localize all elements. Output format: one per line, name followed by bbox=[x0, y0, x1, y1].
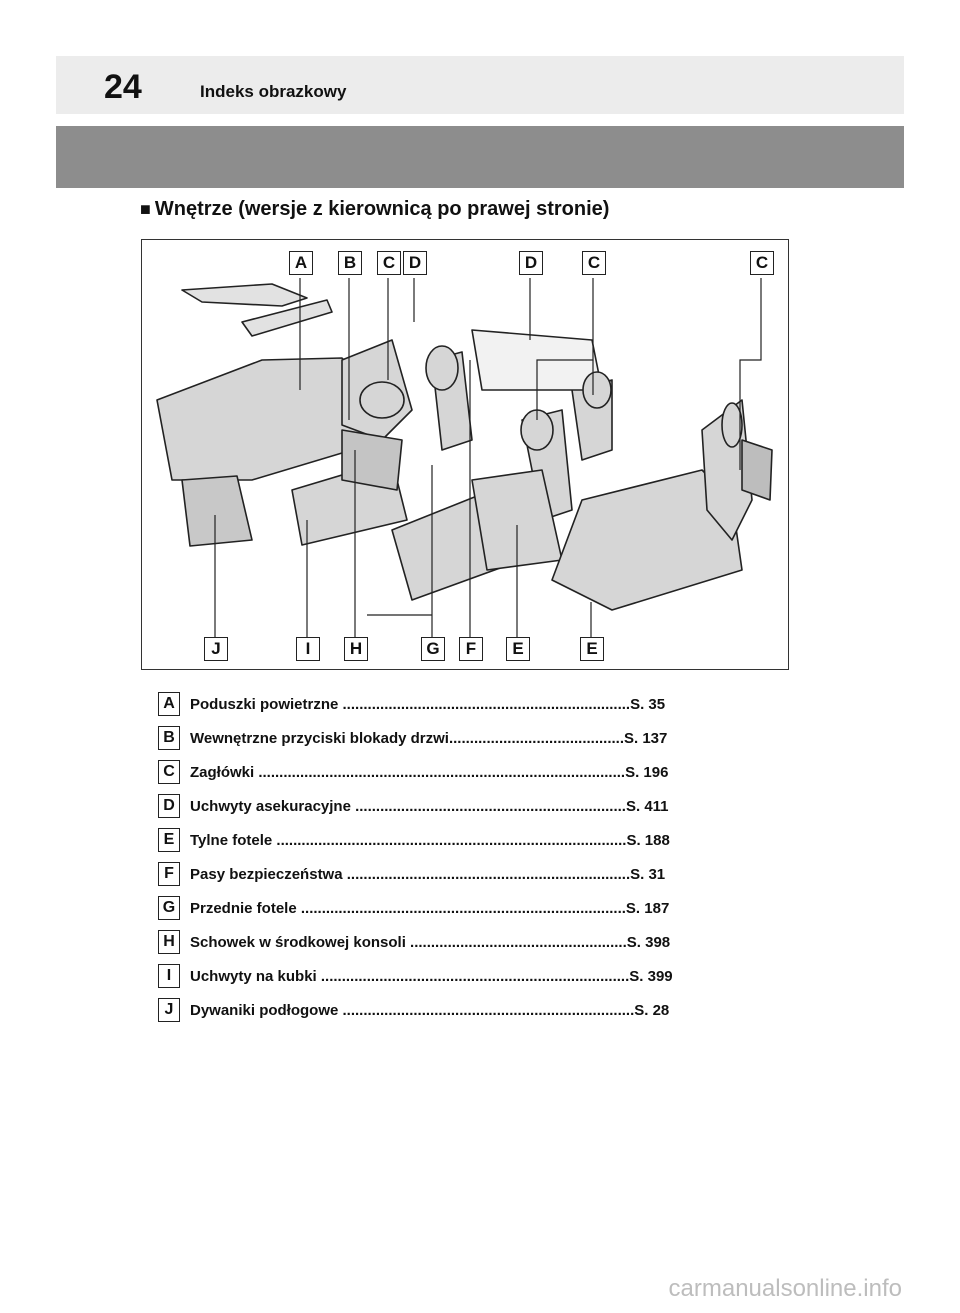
page-number: 24 bbox=[104, 68, 142, 106]
index-letter: D bbox=[158, 794, 180, 818]
index-text: Tylne fotele ...........................… bbox=[190, 831, 670, 849]
callout-a-top: A bbox=[289, 251, 313, 275]
index-row-b[interactable]: B Wewnętrzne przyciski blokady drzwi....… bbox=[158, 721, 778, 755]
car-interior-drawing bbox=[156, 278, 773, 638]
index-text: Przednie fotele ........................… bbox=[190, 899, 670, 917]
interior-illustration: A B C D D C C J I H G F E E bbox=[141, 239, 789, 670]
index-letter: C bbox=[158, 760, 180, 784]
index-letter: F bbox=[158, 862, 180, 886]
index-list: A Poduszki powietrzne ..................… bbox=[158, 687, 778, 1027]
index-row-g[interactable]: G Przednie fotele ......................… bbox=[158, 891, 778, 925]
index-letter: A bbox=[158, 692, 180, 716]
index-letter: J bbox=[158, 998, 180, 1022]
section-band bbox=[56, 126, 904, 188]
index-letter: B bbox=[158, 726, 180, 750]
callout-g-bottom: G bbox=[421, 637, 445, 661]
index-text: Schowek w środkowej konsoli ............… bbox=[190, 933, 671, 951]
index-row-i[interactable]: I Uchwyty na kubki .....................… bbox=[158, 959, 778, 993]
header-title: Indeks obrazkowy bbox=[200, 82, 347, 101]
callout-d-top-2: D bbox=[519, 251, 543, 275]
callout-e-bottom-2: E bbox=[580, 637, 604, 661]
watermark: carmanualsonline.info bbox=[668, 1275, 902, 1302]
index-row-h[interactable]: H Schowek w środkowej konsoli ..........… bbox=[158, 925, 778, 959]
index-text: Pasy bezpieczeństwa ....................… bbox=[190, 865, 666, 883]
section-title: ■Wnętrze (wersje z kierownicą po prawej … bbox=[140, 198, 609, 221]
index-row-e[interactable]: E Tylne fotele .........................… bbox=[158, 823, 778, 857]
callout-h-bottom: H bbox=[344, 637, 368, 661]
callout-f-bottom: F bbox=[459, 637, 483, 661]
index-text: Uchwyty asekuracyjne ...................… bbox=[190, 797, 669, 815]
index-letter: E bbox=[158, 828, 180, 852]
callout-e-bottom: E bbox=[506, 637, 530, 661]
index-letter: I bbox=[158, 964, 180, 988]
header-bar bbox=[56, 56, 904, 114]
index-row-a[interactable]: A Poduszki powietrzne ..................… bbox=[158, 687, 778, 721]
index-letter: H bbox=[158, 930, 180, 954]
index-text: Dywaniki podłogowe .....................… bbox=[190, 1001, 670, 1019]
callout-c-top: C bbox=[377, 251, 401, 275]
index-text: Poduszki powietrzne ....................… bbox=[190, 695, 666, 713]
section-title-text: Wnętrze (wersje z kierownicą po prawej s… bbox=[154, 198, 610, 220]
index-text: Uchwyty na kubki .......................… bbox=[190, 967, 673, 985]
callout-j-bottom: J bbox=[204, 637, 228, 661]
callout-b-top: B bbox=[338, 251, 362, 275]
index-row-c[interactable]: C Zagłówki .............................… bbox=[158, 755, 778, 789]
callout-i-bottom: I bbox=[296, 637, 320, 661]
index-row-d[interactable]: D Uchwyty asekuracyjne .................… bbox=[158, 789, 778, 823]
callout-d-top: D bbox=[403, 251, 427, 275]
index-letter: G bbox=[158, 896, 180, 920]
index-text: Zagłówki ...............................… bbox=[190, 763, 669, 781]
index-row-j[interactable]: J Dywaniki podłogowe ...................… bbox=[158, 993, 778, 1027]
index-row-f[interactable]: F Pasy bezpieczeństwa ..................… bbox=[158, 857, 778, 891]
callout-c-top-3: C bbox=[750, 251, 774, 275]
callout-c-top-2: C bbox=[582, 251, 606, 275]
index-text: Wewnętrzne przyciski blokady drzwi......… bbox=[190, 729, 668, 747]
square-bullet-icon: ■ bbox=[140, 199, 151, 219]
